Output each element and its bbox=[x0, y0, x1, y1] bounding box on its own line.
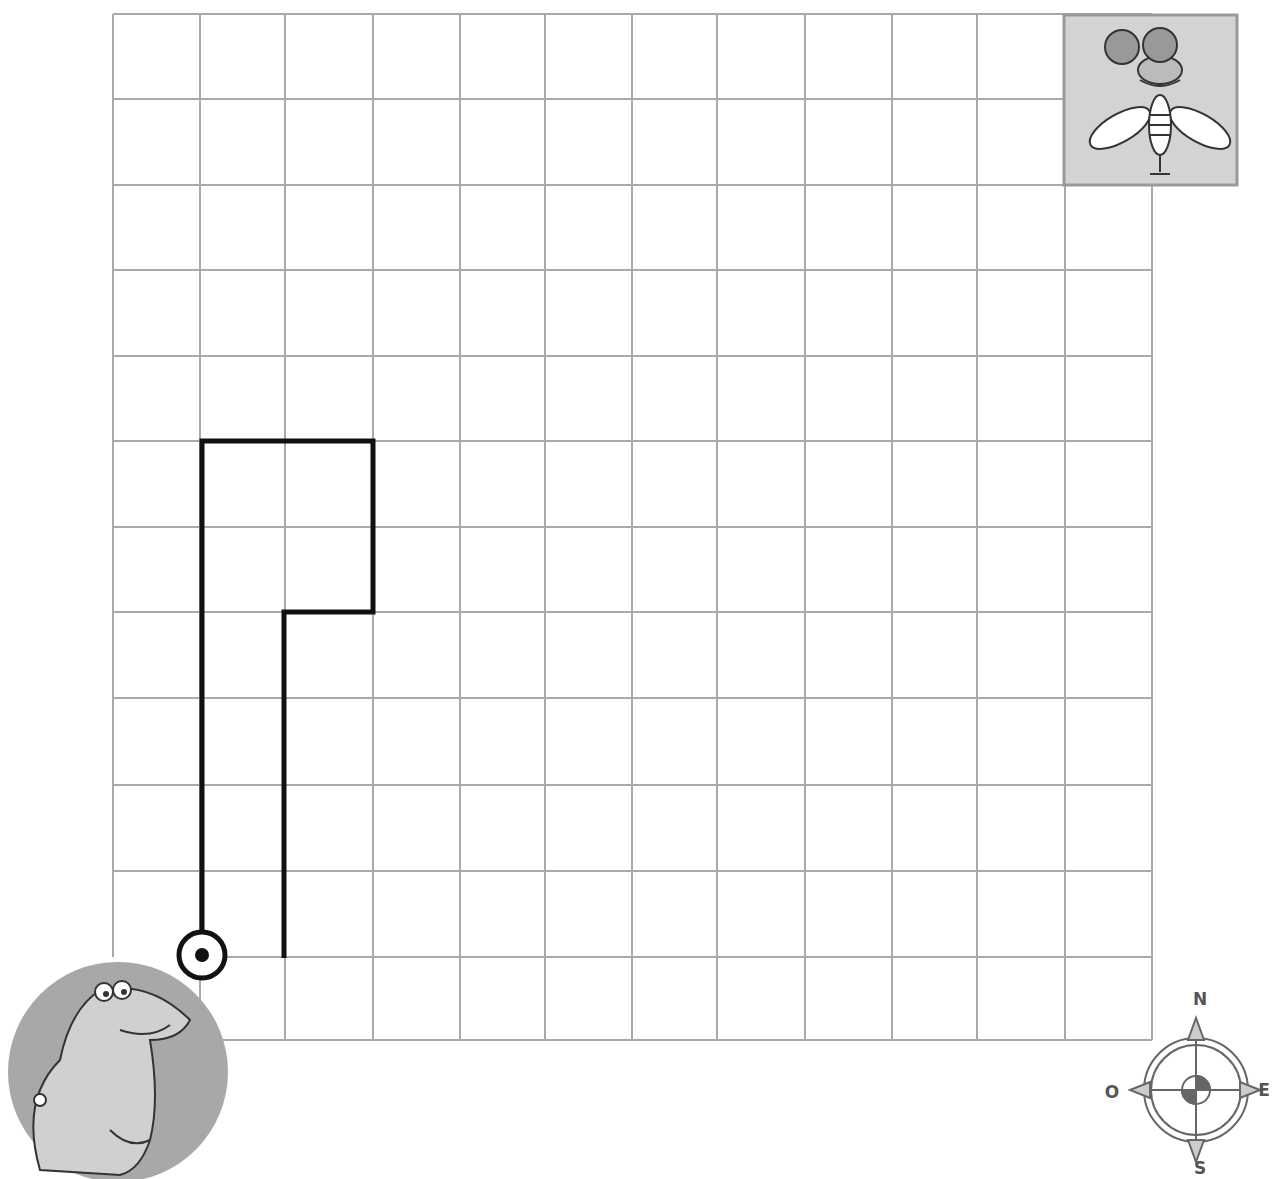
grid-line bbox=[200, 956, 1152, 958]
grid-line bbox=[716, 14, 718, 1040]
grid-line bbox=[112, 14, 114, 957]
compass-rose bbox=[1130, 1018, 1260, 1162]
start-marker bbox=[179, 932, 225, 978]
grid-line bbox=[976, 14, 978, 1040]
path-line bbox=[202, 441, 373, 958]
grid-line bbox=[544, 14, 546, 1040]
grid-line bbox=[891, 14, 893, 1040]
grid-line bbox=[631, 14, 633, 1040]
grid bbox=[113, 14, 1152, 1040]
grid-line bbox=[459, 14, 461, 1040]
grid-line bbox=[804, 14, 806, 1040]
compass-letter: N bbox=[1193, 991, 1207, 1008]
compass-letter: O bbox=[1105, 1084, 1119, 1101]
fly-picture bbox=[1064, 15, 1237, 185]
frog-picture bbox=[8, 962, 228, 1179]
compass-letter: E bbox=[1258, 1082, 1270, 1099]
grid-line bbox=[200, 1039, 1152, 1041]
compass-letter: S bbox=[1194, 1160, 1206, 1177]
